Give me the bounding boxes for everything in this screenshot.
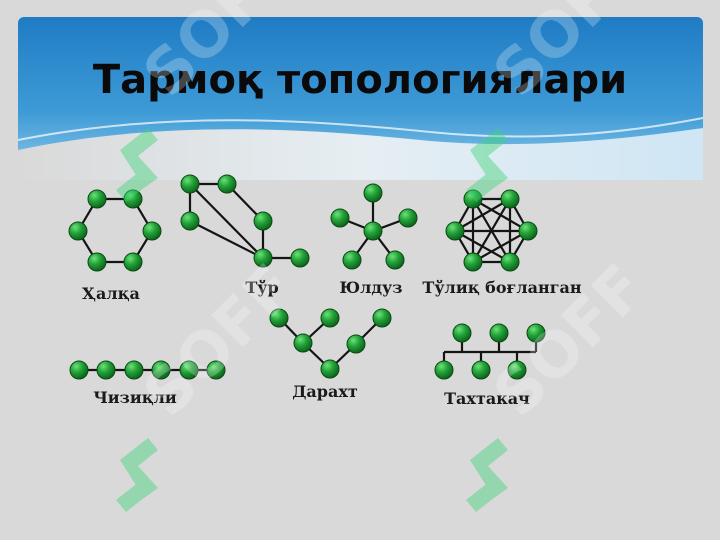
network-node <box>253 211 273 231</box>
network-node <box>342 250 362 270</box>
ring-label: Ҳалқа <box>82 284 140 303</box>
network-node <box>320 308 340 328</box>
star-label: Юлдуз <box>340 278 403 297</box>
network-node <box>526 323 546 343</box>
page-title: Тармоқ топологиялари <box>93 57 627 103</box>
watermark-logo-icon <box>466 128 508 202</box>
network-node <box>179 360 199 380</box>
network-node <box>507 360 527 380</box>
tree-label: Дарахт <box>292 382 358 401</box>
network-node <box>385 250 405 270</box>
mesh-topology: Тўр <box>180 174 310 297</box>
full-mesh-label: Тўлиқ боғланган <box>422 278 581 297</box>
network-node <box>217 174 237 194</box>
network-node <box>124 360 144 380</box>
full-mesh-topology: Тўлиқ боғланган <box>422 189 582 297</box>
network-node <box>142 221 162 241</box>
watermark-text: SOFF <box>129 250 309 430</box>
network-node <box>290 248 310 268</box>
network-node <box>123 189 143 209</box>
network-node <box>452 323 472 343</box>
network-node <box>206 360 226 380</box>
linear-topology: Чизиқли <box>69 360 226 407</box>
network-node <box>180 211 200 231</box>
network-node <box>330 208 350 228</box>
network-node <box>500 189 520 209</box>
mesh-label: Тўр <box>245 278 278 297</box>
network-node <box>463 189 483 209</box>
network-node <box>434 360 454 380</box>
tree-topology: Дарахт <box>269 308 392 401</box>
network-node <box>180 174 200 194</box>
network-node <box>69 360 89 380</box>
network-node <box>123 252 143 272</box>
watermark-logo-icon <box>116 438 158 512</box>
network-node <box>500 252 520 272</box>
network-node <box>96 360 116 380</box>
network-node <box>346 334 366 354</box>
network-node <box>518 221 538 241</box>
network-node <box>463 252 483 272</box>
network-node <box>372 308 392 328</box>
network-node <box>445 221 465 241</box>
network-node <box>489 323 509 343</box>
bus-label: Тахтакач <box>444 389 530 408</box>
ring-topology: Ҳалқа <box>68 189 162 303</box>
network-node <box>471 360 491 380</box>
network-node <box>269 308 289 328</box>
bus-topology: Тахтакач <box>434 323 546 408</box>
network-node <box>253 248 273 268</box>
network-node <box>320 359 340 379</box>
network-node <box>87 252 107 272</box>
star-topology: Юлдуз <box>330 183 418 297</box>
network-node <box>293 333 313 353</box>
linear-label: Чизиқли <box>93 388 177 407</box>
watermark-logo-icon <box>116 128 158 202</box>
header-banner <box>17 17 704 180</box>
network-node <box>363 183 383 203</box>
network-node <box>363 221 383 241</box>
network-node <box>398 208 418 228</box>
network-node <box>87 189 107 209</box>
network-node <box>68 221 88 241</box>
watermark-logo-icon <box>466 438 508 512</box>
network-node <box>151 360 171 380</box>
